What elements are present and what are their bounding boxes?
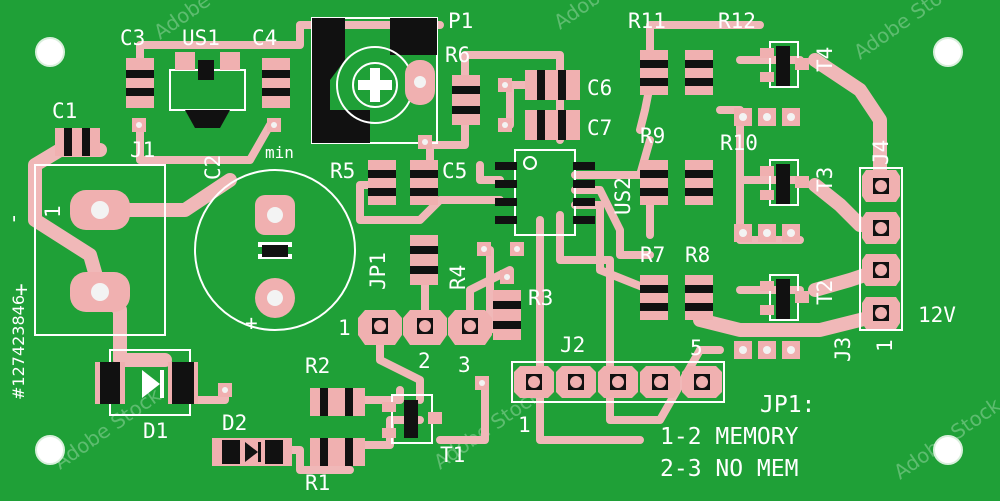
label-j1: J1 [130,138,155,162]
label-p1: P1 [448,9,473,33]
jumper-jp1: JP1 1 2 3 [338,252,492,377]
potentiometer-p1: P1 [311,9,473,149]
label-c1: C1 [52,99,77,123]
label-j3: J3 [831,337,855,362]
label-c2-plus: + [245,311,258,335]
resistor-r7: R7 [640,243,668,320]
label-r8: R8 [685,243,710,267]
capacitor-c6: C6 [498,70,612,100]
resistor-r12: R12 [685,9,756,95]
label-r5: R5 [330,159,355,183]
resistor-r3: R3 [493,286,553,340]
label-d2: D2 [222,411,247,435]
connector-j1: J1 - + 1 [1,138,166,336]
label-min: min [265,143,294,162]
label-c4: C4 [252,26,277,50]
diode-d2: D2 [212,411,292,466]
label-jp1-pin3: 3 [458,353,471,377]
label-c7: C7 [587,116,612,140]
resistor-r10: R10 [685,131,758,205]
label-r3: R3 [528,286,553,310]
capacitor-c2: C2 + [194,155,356,335]
label-r12: R12 [718,9,756,33]
label-r1: R1 [305,471,330,495]
regulator-us1: US1 [169,26,246,128]
label-us2: US2 [611,177,635,215]
mounting-holes [35,37,963,465]
label-j3-pin1: 1 [873,339,897,352]
resistor-r8: R8 [685,243,713,320]
resistor-r11: R11 [628,9,668,95]
label-j2-pin1: 1 [518,413,531,437]
label-jp1-pin1: 1 [338,316,351,340]
label-j2: J2 [560,333,585,357]
vias-t2 [734,341,800,359]
label-r6: R6 [445,43,470,67]
label-j1-pin1: 1 [41,205,65,218]
label-r11: R11 [628,9,666,33]
connector-j3: J4 J3 1 12V [831,140,956,362]
capacitor-c7: C7 [498,110,612,140]
label-r7: R7 [640,243,665,267]
label-d1: D1 [143,419,168,443]
transistor-t1: T1 [382,394,465,467]
transistor-t3: T3 [760,159,837,206]
vias-t4 [734,108,800,126]
capacitor-c4: C4 min [252,26,294,162]
label-jp1: JP1 [366,252,390,290]
ic-us2: US2 [495,149,635,236]
note-line-1: JP1: [760,392,815,418]
label-r10: R10 [720,131,758,155]
transistor-t2: T2 [760,274,837,321]
resistor-r5: R5 [330,159,396,205]
resistor-r9: R9 [640,124,668,205]
label-12v: 12V [918,303,956,327]
label-t1: T1 [440,443,465,467]
label-j1-plus: + [9,283,33,296]
label-r9: R9 [640,124,665,148]
vias [218,242,524,397]
label-t2: T2 [813,280,837,305]
connector-j2: J2 1 5 [511,333,725,437]
label-c3: C3 [120,26,145,50]
capacitor-c5: C5 [410,159,467,205]
label-r2: R2 [305,354,330,378]
diode-d1: D1 [95,349,198,443]
label-t3: T3 [813,167,837,192]
note-line-3: 2-3 NO MEM [660,456,798,482]
capacitor-c1: C1 [52,99,100,156]
label-jp1-pin2: 2 [418,349,431,373]
jp1-note: JP1: 1-2 MEMORY 2-3 NO MEM [660,392,815,482]
vias-t3 [734,224,800,242]
capacitor-c3: C3 [120,26,154,132]
label-r4: R4 [446,265,470,290]
label-j4: J4 [869,140,893,165]
label-j1-minus: - [1,212,25,225]
resistor-r2: R2 [305,354,365,416]
watermark-id: #127423846 [9,295,28,400]
label-us1: US1 [182,26,220,50]
label-c5: C5 [442,159,467,183]
label-t4: T4 [813,47,837,72]
resistor-r6: R6 [445,43,480,125]
resistor-r4: R4 [410,235,470,290]
transistor-t4: T4 [760,41,837,88]
watermark-layer: Adobe Stock Adobe Stock Adobe Stock Adob… [9,0,1000,484]
label-j2-pin5: 5 [690,336,703,360]
resistor-r1: R1 [305,438,365,495]
label-c6: C6 [587,76,612,100]
note-line-2: 1-2 MEMORY [660,424,799,450]
label-c2: C2 [201,155,225,180]
